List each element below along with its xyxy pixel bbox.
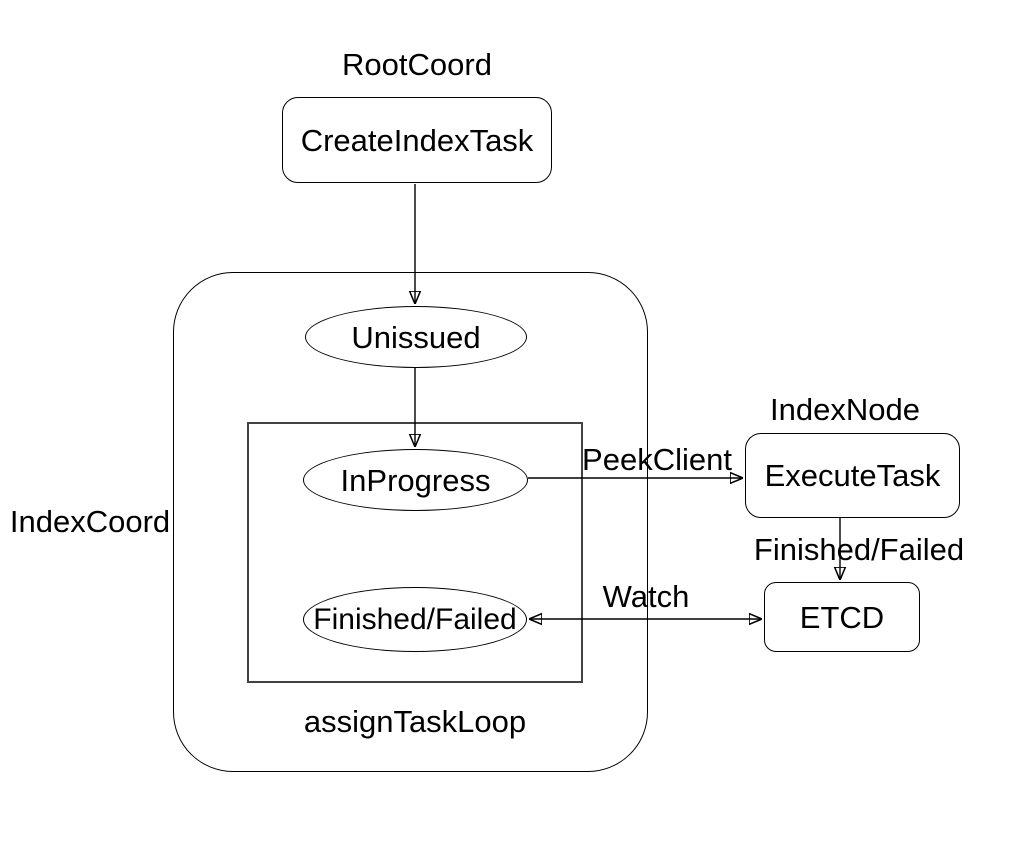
node-createindextask: CreateIndexTask [282, 97, 552, 183]
label-indexnode: IndexNode [770, 392, 920, 428]
node-inprogress: InProgress [303, 449, 528, 511]
node-unissued: Unissued [305, 306, 527, 368]
node-finishedfailed: Finished/Failed [303, 587, 527, 652]
edge-label-watch: Watch [602, 579, 690, 615]
label-assigntaskloop: assignTaskLoop [303, 704, 527, 740]
node-etcd: ETCD [764, 582, 920, 652]
edge-label-finishedfailed: Finished/Failed [753, 532, 965, 568]
label-indexcoord: IndexCoord [9, 504, 171, 540]
node-createindextask-label: CreateIndexTask [300, 122, 534, 158]
label-rootcoord: RootCoord [342, 47, 492, 83]
node-unissued-label: Unissued [351, 319, 481, 355]
node-inprogress-label: InProgress [340, 462, 491, 498]
node-finishedfailed-label: Finished/Failed [313, 602, 517, 636]
indexcoord-container [173, 272, 648, 772]
edge-label-peekclient: PeekClient [582, 442, 732, 478]
node-etcd-label: ETCD [799, 599, 885, 635]
node-executetask: ExecuteTask [745, 433, 960, 518]
node-executetask-label: ExecuteTask [764, 458, 941, 493]
